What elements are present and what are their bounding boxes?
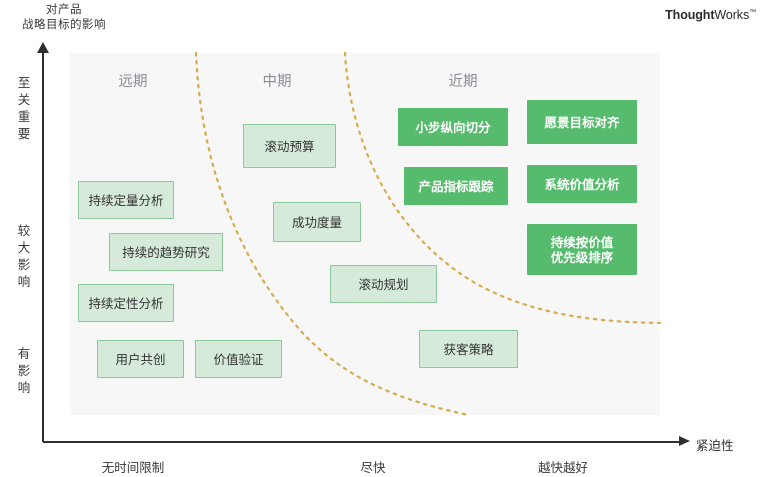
y-level-label-some: 有影响 xyxy=(17,346,31,395)
item-box[interactable]: 系统价值分析 xyxy=(527,165,637,203)
item-label: 系统价值分析 xyxy=(544,176,620,192)
x-tick-label-no-deadline: 无时间限制 xyxy=(101,460,165,475)
item-label: 持续按价值 优先级排序 xyxy=(550,234,614,265)
item-box[interactable]: 获客策略 xyxy=(419,330,518,368)
logo-light-part: Works xyxy=(714,8,750,22)
thoughtworks-logo: ThoughtWorks™ xyxy=(665,8,756,22)
item-label: 愿景目标对齐 xyxy=(544,114,620,130)
y-axis-title-line2: 战略目标的影响 xyxy=(22,17,106,31)
y-axis-title: 对产品 战略目标的影响 xyxy=(4,2,124,32)
logo-trademark: ™ xyxy=(749,8,756,16)
x-tick-label-asap: 尽快 xyxy=(360,460,386,475)
column-header-mid-term: 中期 xyxy=(262,74,292,90)
item-label: 成功度量 xyxy=(291,214,342,230)
item-label: 获客策略 xyxy=(443,341,494,357)
item-box[interactable]: 愿景目标对齐 xyxy=(527,100,637,144)
column-header-long-term: 远期 xyxy=(118,74,148,90)
item-label: 持续的趋势研究 xyxy=(122,244,210,260)
item-box[interactable]: 持续定性分析 xyxy=(78,284,174,322)
item-box[interactable]: 持续按价值 优先级排序 xyxy=(527,224,637,275)
x-axis-arrow-icon xyxy=(679,436,690,446)
item-box[interactable]: 成功度量 xyxy=(273,202,361,242)
y-level-label-major: 较大影响 xyxy=(17,223,31,289)
item-label: 产品指标跟踪 xyxy=(418,178,494,194)
x-axis-label: 紧迫性 xyxy=(696,438,734,453)
item-label: 小步纵向切分 xyxy=(415,119,491,135)
y-axis-line xyxy=(42,52,44,442)
y-axis-arrow-icon xyxy=(37,42,49,53)
item-label: 持续定性分析 xyxy=(88,295,164,311)
item-label: 持续定量分析 xyxy=(88,192,164,208)
item-box[interactable]: 用户共创 xyxy=(97,340,184,378)
x-axis-line xyxy=(43,441,681,443)
item-label: 价值验证 xyxy=(213,351,264,367)
item-box[interactable]: 滚动规划 xyxy=(330,265,437,303)
logo-bold-part: Thought xyxy=(665,8,715,22)
item-box[interactable]: 价值验证 xyxy=(195,340,282,378)
item-label: 滚动规划 xyxy=(358,276,409,292)
item-box[interactable]: 持续定量分析 xyxy=(78,181,174,219)
y-level-label-critical: 至关重要 xyxy=(17,75,31,141)
item-box[interactable]: 产品指标跟踪 xyxy=(404,167,508,205)
item-label: 用户共创 xyxy=(115,351,166,367)
item-label: 滚动预算 xyxy=(264,138,315,154)
item-box[interactable]: 小步纵向切分 xyxy=(398,108,508,146)
item-box[interactable]: 持续的趋势研究 xyxy=(109,233,223,271)
y-axis-title-line1: 对产品 xyxy=(46,2,82,16)
x-tick-label-sooner: 越快越好 xyxy=(537,460,588,475)
item-box[interactable]: 滚动预算 xyxy=(243,124,336,168)
column-header-near-term: 近期 xyxy=(448,74,478,90)
